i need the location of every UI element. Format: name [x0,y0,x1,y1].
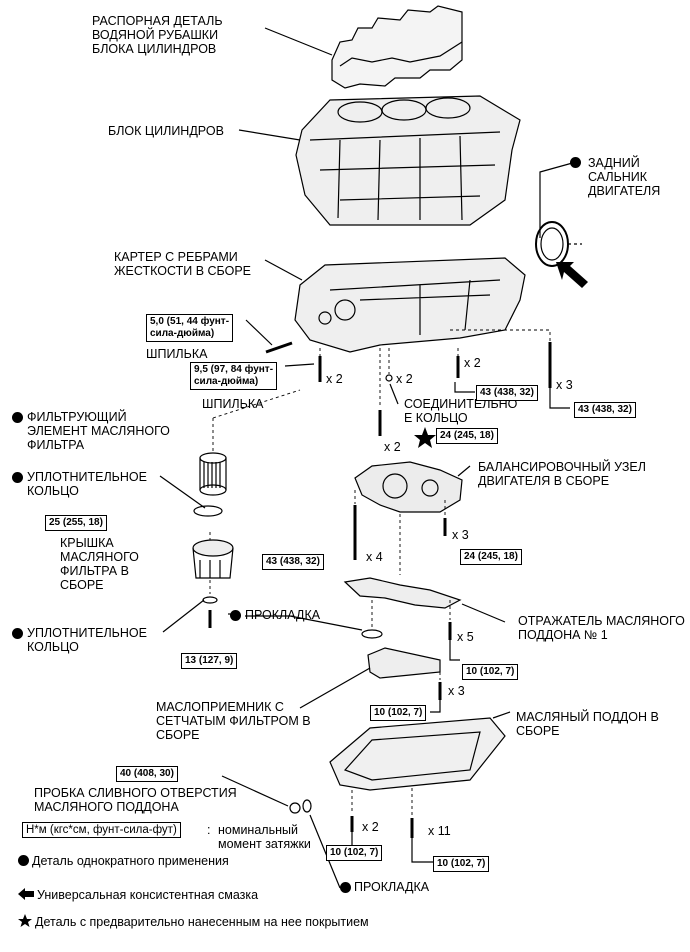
oil-filter-cap-drawing [192,539,234,579]
single-use-dot-icon [12,628,23,639]
label-crankcase: КАРТЕР С РЕБРАМИ ЖЕСТКОСТИ В СБОРЕ [114,250,251,278]
torque-40: 40 (408, 30) [116,766,178,782]
torque-24b: 24 (245, 18) [460,549,522,565]
label-o-ring-2: УПЛОТНИТЕЛЬНОЕ КОЛЬЦО [27,626,147,654]
legend-precoated: Деталь с предварительно нанесенным на не… [18,914,369,929]
torque-43b: 43 (438, 32) [574,402,636,418]
qty-bolt-43a: x 2 [464,356,481,370]
union-ring-drawing [385,374,393,382]
oil-pan-drawing [329,717,506,791]
label-water-jacket-spacer: РАСПОРНАЯ ДЕТАЛЬ ВОДЯНОЙ РУБАШКИ БЛОКА Ц… [92,14,223,56]
label-gasket-2: ПРОКЛАДКА [354,880,430,894]
label-gasket-1: ПРОКЛАДКА [245,608,321,622]
torque-10a: 10 (102, 7) [462,664,519,680]
legend-precoated-text: Деталь с предварительно нанесенным на не… [35,915,369,929]
torque-unit-box: Н*м (кгс*см, фунт-сила-фут) [22,822,181,838]
torque-25: 25 (255, 18) [45,515,107,531]
gasket-drawing [361,629,383,639]
torque-10d: 10 (102, 7) [433,856,490,872]
balancer-assembly-drawing [354,461,463,513]
label-stud-2: ШПИЛЬКА [202,397,264,411]
legend-grease-text: Универсальная консистентная смазка [37,888,259,902]
water-jacket-spacer-drawing [331,5,463,89]
oil-baffle-drawing [343,577,462,609]
single-use-dot-icon [230,610,241,621]
qty-bolt-10d: x 11 [428,824,451,838]
torque-10c: 10 (102, 7) [326,845,383,861]
label-torque-unit-note: номинальный момент затяжки [218,823,311,851]
legend-single-use-text: Деталь однократного применения [32,854,229,868]
single-use-dot-icon [570,157,581,168]
qty-bolt-10b: x 3 [448,684,465,698]
label-oil-strainer: МАСЛОПРИЕМНИК С СЕТЧАТЫМ ФИЛЬТРОМ В СБОР… [156,700,311,742]
torque-24a: 24 (245, 18) [436,428,498,444]
torque-unit-colon: : [207,823,211,837]
precoated-star-icon [414,427,436,448]
label-union-ring: СОЕДИНИТЕЛЬНО Е КОЛЬЦО [404,397,518,425]
single-use-dot-icon [12,412,23,423]
qty-stud-2: x 2 [326,372,343,386]
torque-13: 13 (127, 9) [181,653,238,669]
rear-oil-seal-drawing [535,221,582,267]
single-use-dot-icon [12,472,23,483]
torque-43c: 43 (438, 32) [262,554,324,570]
stud-1-drawing [265,341,293,354]
qty-bolt-10a: x 5 [457,630,474,644]
single-use-dot-icon [340,882,351,893]
torque-stud-1: 5,0 (51, 44 фунт- сила-дюйма) [146,314,234,342]
label-oil-baffle: ОТРАЖАТЕЛЬ МАСЛЯНОГО ПОДДОНА № 1 [518,614,685,642]
label-drain-plug: ПРОБКА СЛИВНОГО ОТВЕРСТИЯ МАСЛЯНОГО ПОДД… [34,786,237,814]
qty-union: x 2 [396,372,413,386]
qty-bolt-43b: x 3 [556,378,573,392]
label-stud-1: ШПИЛЬКА [146,347,208,361]
crankcase-drawing [294,257,526,353]
oil-filter-element-drawing [199,452,227,496]
legend-grease: Универсальная консистентная смазка [18,888,258,902]
label-oil-pan: МАСЛЯНЫЙ ПОДДОН В СБОРЕ [516,710,659,738]
o-ring-drawing [193,505,223,517]
grease-arrow-icon [556,262,588,288]
single-use-dot-icon [18,855,29,866]
legend-single-use: Деталь однократного применения [18,854,229,868]
cylinder-block-drawing [295,95,521,226]
drain-gasket-drawing [302,799,312,813]
torque-43a: 43 (438, 32) [476,385,538,401]
label-o-ring-1: УПЛОТНИТЕЛЬНОЕ КОЛЬЦО [27,470,147,498]
drain-plug-drawing [289,802,301,814]
grease-arrow-icon [18,888,34,900]
torque-10b: 10 (102, 7) [370,705,427,721]
o-ring-2-drawing [202,596,218,604]
qty-bolt-24a: x 2 [384,440,401,454]
label-cylinder-block: БЛОК ЦИЛИНДРОВ [108,124,224,138]
label-balancer: БАЛАНСИРОВОЧНЫЙ УЗЕЛ ДВИГАТЕЛЯ В СБОРЕ [478,460,646,488]
qty-bolt-24b: x 3 [452,528,469,542]
oil-strainer-drawing [367,647,441,679]
label-oil-filter-element: ФИЛЬТРУЮЩИЙ ЭЛЕМЕНТ МАСЛЯНОГО ФИЛЬТРА [27,410,170,452]
precoated-star-icon [18,914,32,927]
label-rear-oil-seal: ЗАДНИЙ САЛЬНИК ДВИГАТЕЛЯ [588,156,661,198]
qty-bolt-10c: x 2 [362,820,379,834]
label-oil-filter-cap: КРЫШКА МАСЛЯНОГО ФИЛЬТРА В СБОРЕ [60,536,139,592]
torque-stud-2: 9,5 (97, 84 фунт- сила-дюйма) [190,362,278,390]
qty-bolt-43c: x 4 [366,550,383,564]
